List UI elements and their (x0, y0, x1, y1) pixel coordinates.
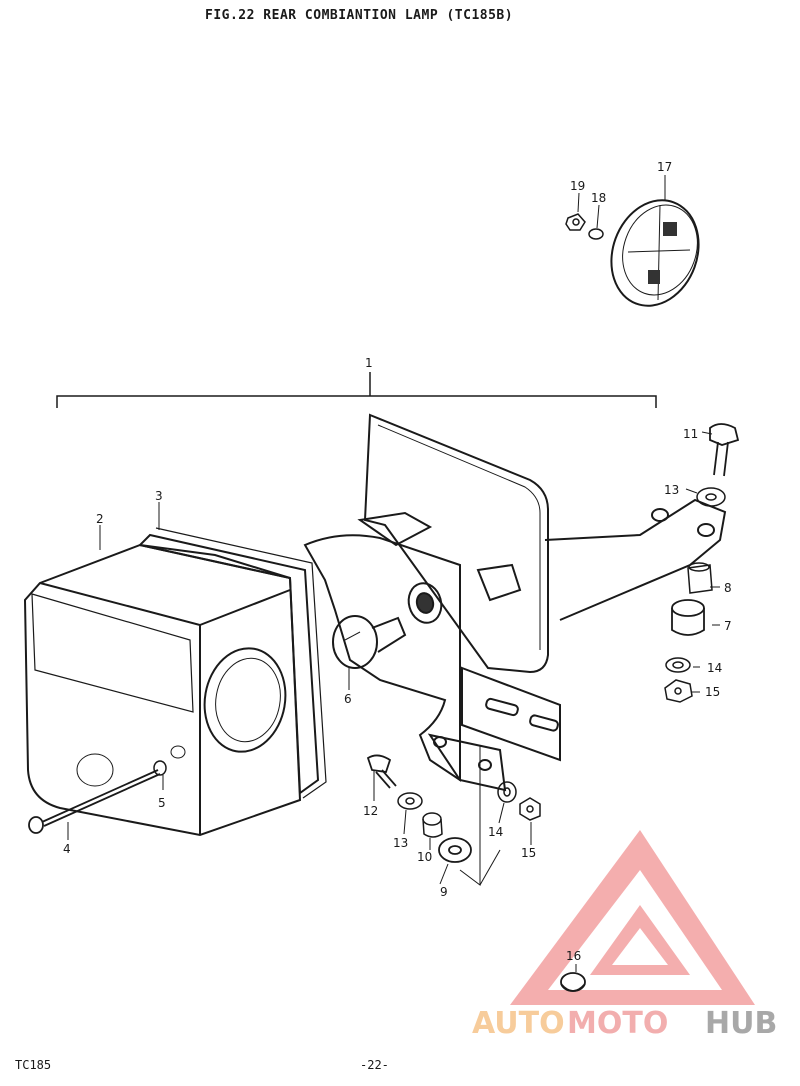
leader-lines (67, 175, 720, 972)
screw-part-4 (28, 769, 161, 834)
nut-part-15-lower (519, 797, 541, 821)
part-label-16: 16 (566, 949, 581, 963)
washer-part-14-lower (497, 781, 517, 803)
lamp-base-bracket (303, 413, 727, 792)
part-label-1: 1 (365, 356, 373, 370)
part-label-10: 10 (417, 850, 432, 864)
watermark-hub: HUB (705, 1006, 777, 1041)
cushion-part-7 (671, 599, 705, 636)
part-label-12: 12 (363, 804, 378, 818)
washer-18 (588, 228, 604, 240)
footer-model: TC185 (15, 1058, 52, 1072)
lamp-housing-part-2 (23, 543, 302, 837)
figure-title: FIG.22 REAR COMBIANTION LAMP (TC185B) (205, 8, 514, 23)
part-label-19: 19 (570, 179, 585, 193)
watermark-auto: AUTO (472, 1006, 565, 1041)
assembly-bracket (56, 372, 657, 408)
part-label-2: 2 (96, 512, 104, 526)
part-label-17: 17 (657, 160, 672, 174)
nut-19 (565, 213, 586, 231)
nut-part-15-upper (664, 679, 693, 703)
part-label-14-upper: 14 (707, 661, 722, 675)
spacer-part-8 (687, 562, 713, 594)
part-label-15-upper: 15 (705, 685, 720, 699)
part-label-13-lower: 13 (393, 836, 408, 850)
watermark-logo: AUTO MOTO HUB (472, 830, 777, 1041)
washer-part-14-upper (665, 657, 691, 673)
part-label-9: 9 (440, 885, 448, 899)
part-label-7: 7 (724, 619, 732, 633)
part-label-18: 18 (591, 191, 606, 205)
washer-part-13-upper (696, 487, 726, 507)
washer-part-13-lower (397, 792, 423, 810)
watermark-moto: MOTO (567, 1006, 668, 1041)
part-label-8: 8 (724, 581, 732, 595)
part-label-3: 3 (155, 489, 163, 503)
part-label-13-upper: 13 (664, 483, 679, 497)
part-label-11: 11 (683, 427, 698, 441)
part-label-14-lower: 14 (488, 825, 503, 839)
part-label-5: 5 (158, 796, 166, 810)
bulb-part-6 (332, 615, 407, 669)
part-label-6: 6 (344, 692, 352, 706)
grommet-part-5 (153, 760, 167, 776)
collar-part-10 (422, 812, 443, 838)
cap-part-16 (560, 972, 586, 992)
part-label-15-lower: 15 (521, 846, 536, 860)
footer-page-number: -22- (360, 1058, 389, 1072)
part-label-4: 4 (63, 842, 71, 856)
reflector-part-17 (610, 199, 700, 307)
bolt-part-11 (709, 423, 740, 477)
bolt-part-12 (366, 754, 397, 789)
gasket-part-3 (138, 527, 327, 799)
cushion-part-9 (438, 837, 472, 863)
